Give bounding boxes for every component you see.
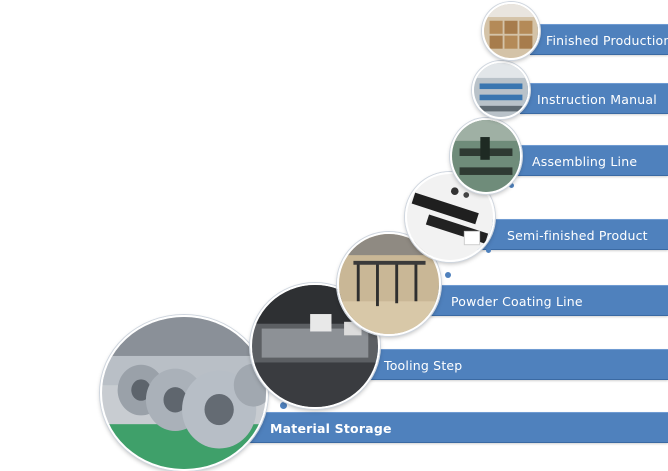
step-bar-assembling-line: Assembling Line [510, 145, 668, 176]
step-bar-semi-finished-product: Semi-finished Product [477, 219, 668, 250]
photo-assembling-line [450, 118, 522, 194]
step-label: Powder Coating Line [451, 294, 583, 309]
step-bar-finished-production: Finished Production [530, 24, 668, 55]
step-dot [486, 248, 491, 253]
step-dot [445, 272, 451, 278]
step-bar-instruction-manual: Instruction Manual [520, 83, 668, 114]
step-label: Material Storage [270, 421, 392, 436]
step-label: Tooling Step [384, 358, 463, 373]
step-bar-powder-coating-line: Powder Coating Line [425, 285, 668, 316]
photo-material-storage [100, 315, 268, 471]
step-bar-tooling-step: Tooling Step [352, 349, 668, 380]
step-label: Finished Production [546, 33, 668, 48]
step-label: Assembling Line [532, 154, 638, 169]
step-label: Semi-finished Product [507, 228, 648, 243]
step-bar-material-storage: Material Storage [218, 412, 668, 443]
photo-finished-production [482, 2, 540, 60]
photo-instruction-manual [472, 61, 530, 119]
step-dot [509, 183, 514, 188]
step-label: Instruction Manual [537, 92, 657, 107]
step-dot [280, 402, 287, 409]
